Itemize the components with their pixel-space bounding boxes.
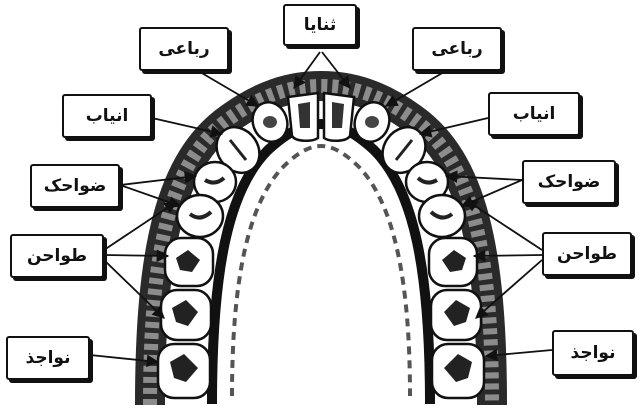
label-tawahin-right: طواحن (542, 232, 632, 276)
label-nawajiz-left: نواجذ (6, 336, 90, 380)
label-dawahik-right: ضواحک (522, 160, 616, 204)
label-anyab-left: انیاب (62, 94, 152, 138)
label-nawajiz-right: نواجذ (552, 330, 634, 376)
label-tawahin-left: طواحن (10, 234, 104, 278)
label-rubai-right: رباعی (412, 27, 502, 71)
label-rubai-left: رباعی (139, 27, 229, 71)
label-anyab-right: انیاب (488, 92, 580, 136)
label-dawahik-left: ضواحک (30, 164, 120, 208)
label-thanaya: ثنایا (283, 4, 357, 46)
premolars (177, 162, 465, 237)
molars (158, 238, 484, 398)
